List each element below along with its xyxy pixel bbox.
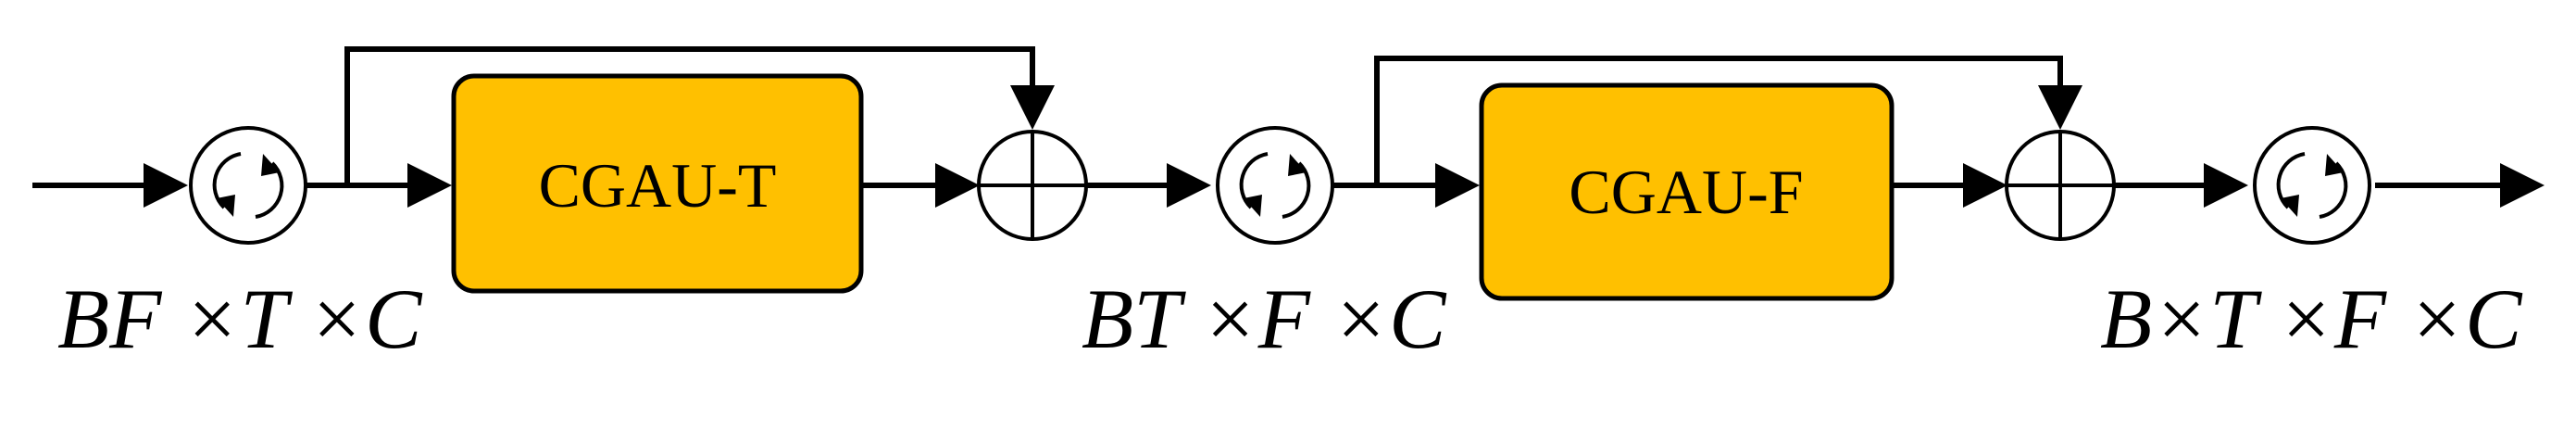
arrowhead-into-add-1 <box>935 163 980 208</box>
arrowhead-into-cgau-t <box>407 163 452 208</box>
reshape-icon <box>189 126 307 245</box>
residual-connection-1 <box>344 46 1055 185</box>
cgau-t-label: CGAU-T <box>539 150 777 221</box>
dimension-label-middle: BT ×F ×C <box>1082 272 1447 366</box>
add-icon <box>2005 130 2116 241</box>
dimension-label-input: BF ×T ×C <box>57 272 423 366</box>
arrowhead-into-reshape-3 <box>2204 163 2248 208</box>
cgau-t-block: CGAU-T <box>451 73 864 294</box>
add-icon <box>977 130 1088 241</box>
cgau-f-label: CGAU-F <box>1569 157 1803 227</box>
arrowhead-into-reshape-2 <box>1167 163 1211 208</box>
cgau-f-block: CGAU-F <box>1479 82 1894 301</box>
arrowhead-into-reshape-1 <box>144 163 188 208</box>
dimension-label-output: B×T ×F ×C <box>2100 272 2523 366</box>
arrowhead-into-cgau-f <box>1435 163 1480 208</box>
reshape-icon <box>2253 126 2371 245</box>
arrowhead-skip-1 <box>1010 85 1055 130</box>
main-arrowheads <box>144 163 2545 208</box>
reshape-icon <box>1216 126 1334 245</box>
arrowhead-skip-2 <box>2038 85 2082 130</box>
residual-connection-2 <box>1374 56 2082 185</box>
arrowhead-output <box>2500 163 2545 208</box>
arrowhead-into-add-2 <box>1963 163 2007 208</box>
